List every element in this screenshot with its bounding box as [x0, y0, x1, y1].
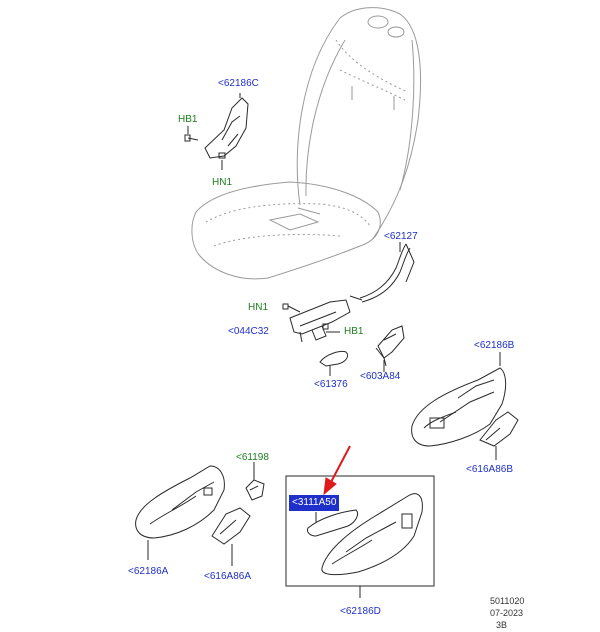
- cable-62127: [350, 242, 414, 302]
- trim-616a86a: [212, 508, 250, 566]
- stamp-line-3: 3B: [496, 620, 508, 630]
- mechanism-044c32: [283, 300, 350, 342]
- callout-62186c[interactable]: <62186C: [218, 78, 259, 89]
- trim-616a86b: [480, 412, 518, 460]
- bracket-603a84: [376, 326, 404, 372]
- callout-61376[interactable]: <61376: [314, 379, 348, 390]
- callout-62186d[interactable]: <62186D: [340, 606, 381, 617]
- bracket-62186c: [185, 93, 248, 170]
- callout-616a86a[interactable]: <616A86A: [204, 571, 251, 582]
- red-arrow-icon: [323, 446, 350, 496]
- stamp-line-1: 5011020: [490, 596, 525, 606]
- callout-62186b[interactable]: <62186B: [474, 340, 515, 351]
- handle-3111a50: [307, 510, 357, 536]
- callout-3111a50[interactable]: <3111A50: [288, 495, 340, 511]
- stamp-line-2: 07-2023: [490, 608, 524, 618]
- callout-62186a[interactable]: <62186A: [128, 566, 169, 577]
- callout-hn1-top[interactable]: HN1: [212, 177, 233, 188]
- callout-61198[interactable]: <61198: [236, 452, 269, 463]
- side-cover-62186b: [412, 352, 506, 446]
- callout-616a86b[interactable]: <616A86B: [466, 464, 513, 475]
- side-cover-62186d: [322, 494, 423, 598]
- callout-62127[interactable]: <62127: [384, 231, 418, 242]
- knob-61198: [246, 462, 264, 500]
- side-cover-62186a: [136, 466, 225, 560]
- callout-hn1-mid[interactable]: HN1: [248, 302, 269, 313]
- callout-hb1-mid[interactable]: HB1: [344, 326, 364, 337]
- detail-box: [286, 476, 434, 586]
- seat-cushion: [192, 182, 380, 279]
- callout-044c32[interactable]: <044C32: [228, 326, 269, 337]
- handle-61376: [320, 351, 348, 376]
- callout-hb1-top[interactable]: HB1: [178, 114, 198, 125]
- callout-603a84[interactable]: <603A84: [360, 371, 401, 382]
- seat-back: [297, 8, 420, 240]
